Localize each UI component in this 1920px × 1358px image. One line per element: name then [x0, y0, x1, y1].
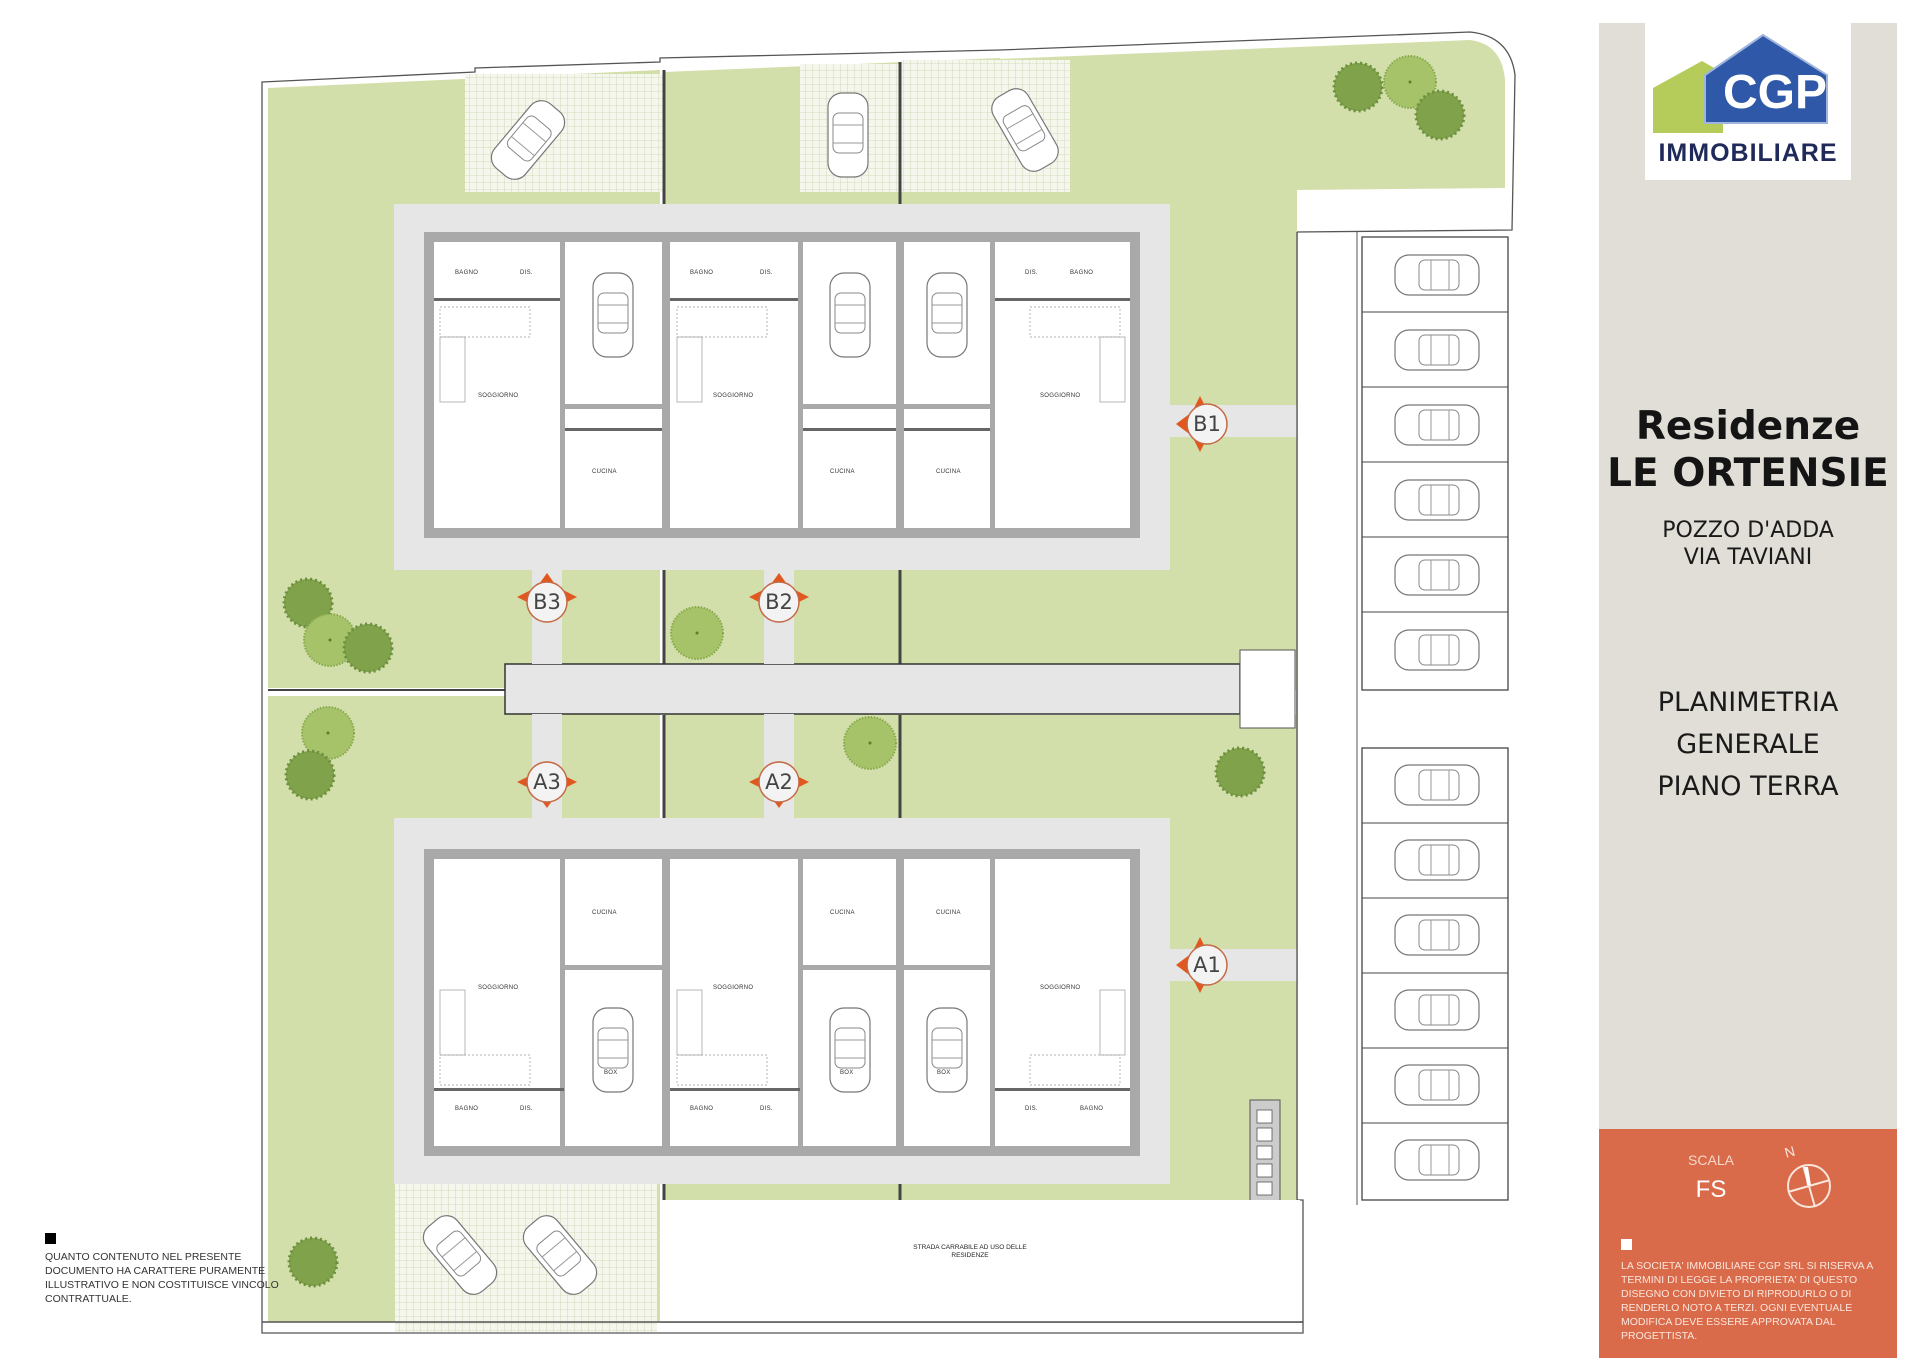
room-label-hall: DIS.: [1025, 1106, 1038, 1112]
info-box: SCALA FS N LA SOCIETA' IMMOBILIARE CGP S…: [1599, 1129, 1897, 1358]
room-label-living: SOGGIORNO: [1040, 985, 1081, 991]
title-block: CGP IMMOBILIARE Residenze LE ORTENSIE PO…: [1599, 23, 1897, 1358]
room-label-garage: BOX: [604, 1070, 618, 1076]
parking-area: [1249, 232, 1509, 1205]
location-line1: POZZO D'ADDA: [1662, 518, 1834, 543]
room-label-living: SOGGIORNO: [713, 985, 754, 991]
room-label-living: SOGGIORNO: [478, 985, 519, 991]
drawing-title-line2: GENERALE: [1676, 729, 1820, 760]
legal-text: LA SOCIETA' IMMOBILIARE CGP SRL SI RISER…: [1621, 1260, 1873, 1342]
location-line2: VIA TAVIANI: [1683, 545, 1813, 570]
drawing-title-line3: PIANO TERRA: [1657, 771, 1839, 802]
room-label-living: SOGGIORNO: [1040, 393, 1081, 399]
room-label-kitchen: CUCINA: [592, 910, 617, 916]
entrance-marker-a1: A1: [1193, 953, 1221, 977]
room-label-kitchen: CUCINA: [830, 469, 855, 475]
north-label: N: [1783, 1143, 1797, 1161]
room-label-hall: DIS.: [760, 1106, 773, 1112]
entrance-marker-b3: B3: [533, 590, 561, 614]
room-label-garage: BOX: [840, 1070, 854, 1076]
room-label-kitchen: CUCINA: [936, 910, 961, 916]
entrance-marker-a3: A3: [533, 770, 561, 794]
room-label-bath: BAGNO: [690, 1106, 714, 1112]
scale-value: FS: [1695, 1176, 1727, 1203]
disclaimer: QUANTO CONTENUTO NEL PRESENTE DOCUMENTO …: [45, 1233, 285, 1306]
room-label-bath: BAGNO: [455, 1106, 479, 1112]
room-label-garage: BOX: [937, 1070, 951, 1076]
entrance-marker-b2: B2: [765, 590, 793, 614]
entrance-marker-a2: A2: [765, 770, 793, 794]
entrance-marker-b1: B1: [1193, 412, 1221, 436]
room-label-bath: BAGNO: [1070, 270, 1094, 276]
lower-building: [424, 849, 1140, 1156]
room-label-kitchen: CUCINA: [936, 469, 961, 475]
disclaimer-text: QUANTO CONTENUTO NEL PRESENTE DOCUMENTO …: [45, 1251, 279, 1305]
company-logo: CGP IMMOBILIARE: [1645, 23, 1851, 180]
room-label-hall: DIS.: [1025, 270, 1038, 276]
upper-building: [424, 232, 1140, 538]
room-label-bath: BAGNO: [1080, 1106, 1104, 1112]
room-label-living: SOGGIORNO: [713, 393, 754, 399]
house-logo-icon: [1653, 33, 1828, 133]
room-label-bath: BAGNO: [455, 270, 479, 276]
room-label-kitchen: CUCINA: [592, 469, 617, 475]
room-label-bath: BAGNO: [690, 270, 714, 276]
project-title-line1: Residenze: [1635, 404, 1861, 449]
room-label-living: SOGGIORNO: [478, 393, 519, 399]
logo-word: IMMOBILIARE: [1658, 139, 1838, 167]
bullet-square-icon: [1621, 1239, 1632, 1250]
room-label-hall: DIS.: [760, 270, 773, 276]
site-plan: [261, 31, 1516, 1334]
logo-mark: CGP: [1722, 66, 1827, 119]
bullet-square-icon: [45, 1233, 56, 1244]
room-label-hall: DIS.: [520, 1106, 533, 1112]
drawing-title-line1: PLANIMETRIA: [1657, 687, 1839, 718]
compass-north-icon: N: [1783, 1143, 1831, 1208]
road-label: STRADA CARRABILE AD USO DELLE RESIDENZE: [913, 1244, 1027, 1259]
scale-label: SCALA: [1688, 1152, 1734, 1168]
project-title-line2: LE ORTENSIE: [1607, 451, 1889, 496]
room-label-hall: DIS.: [520, 270, 533, 276]
room-label-kitchen: CUCINA: [830, 910, 855, 916]
